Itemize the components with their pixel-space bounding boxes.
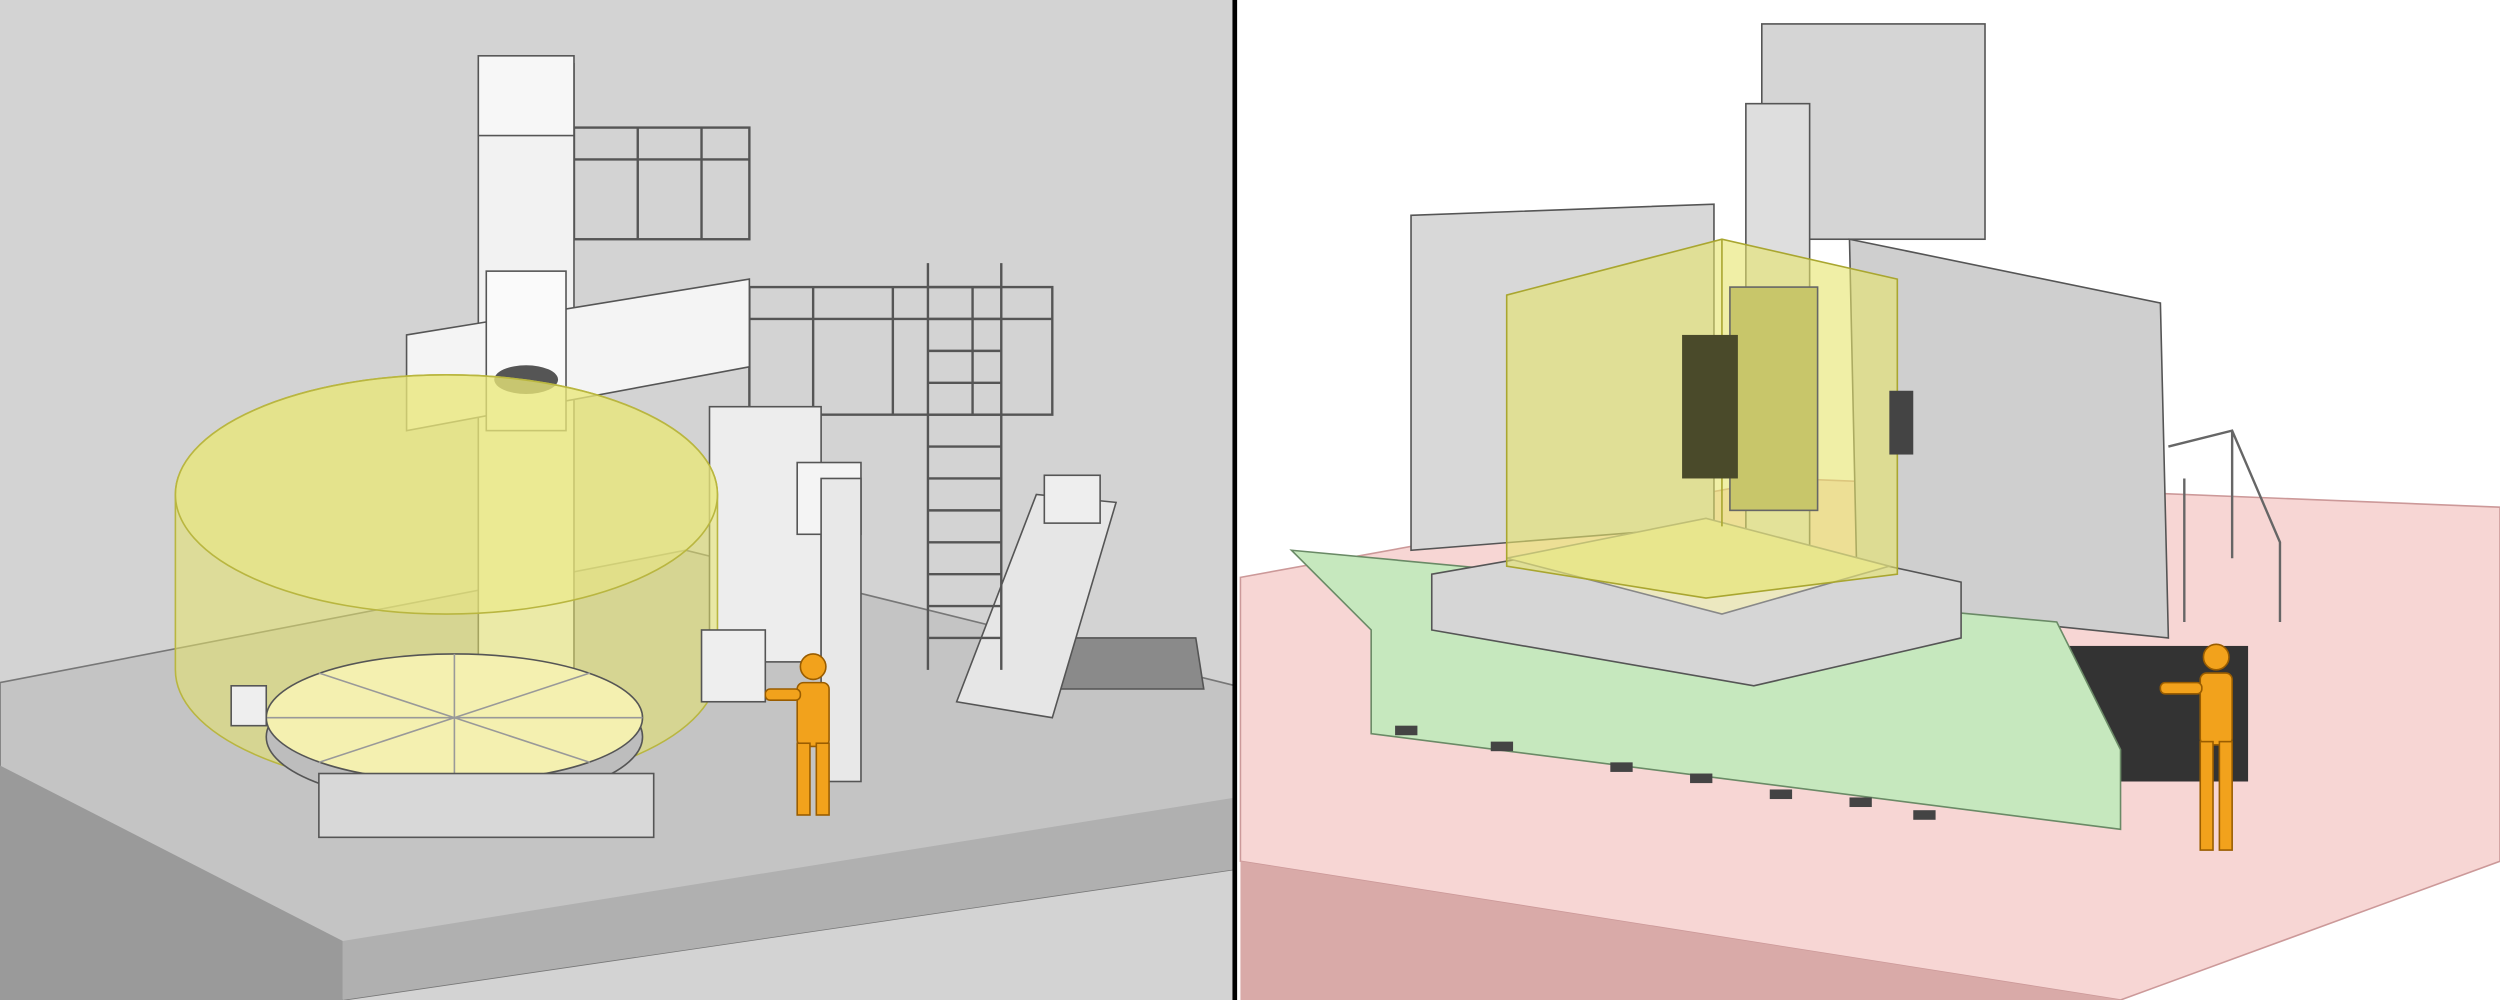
control-cabinet	[1889, 390, 1914, 455]
conveyor-head	[1043, 474, 1101, 524]
panel-divider	[1232, 0, 1238, 1000]
operator-figure	[764, 653, 830, 816]
table-base	[318, 772, 655, 839]
leveling-feet	[1395, 725, 1936, 820]
control-panel	[700, 629, 767, 703]
right-panel-gantry-mill	[1237, 0, 2500, 1000]
floor-side	[1240, 861, 2121, 1000]
access-stairs	[2168, 429, 2282, 623]
spindle	[1682, 334, 1738, 479]
column-top-box	[477, 55, 575, 137]
floor-slab-front	[342, 797, 1236, 1000]
floor-slab-side	[0, 765, 343, 1000]
chip-conveyor	[955, 493, 1118, 719]
operator-figure	[2159, 643, 2233, 851]
side-cabinet	[230, 685, 268, 727]
left-panel-vertical-lathe	[0, 0, 1237, 1000]
spindle-head	[1729, 286, 1819, 512]
